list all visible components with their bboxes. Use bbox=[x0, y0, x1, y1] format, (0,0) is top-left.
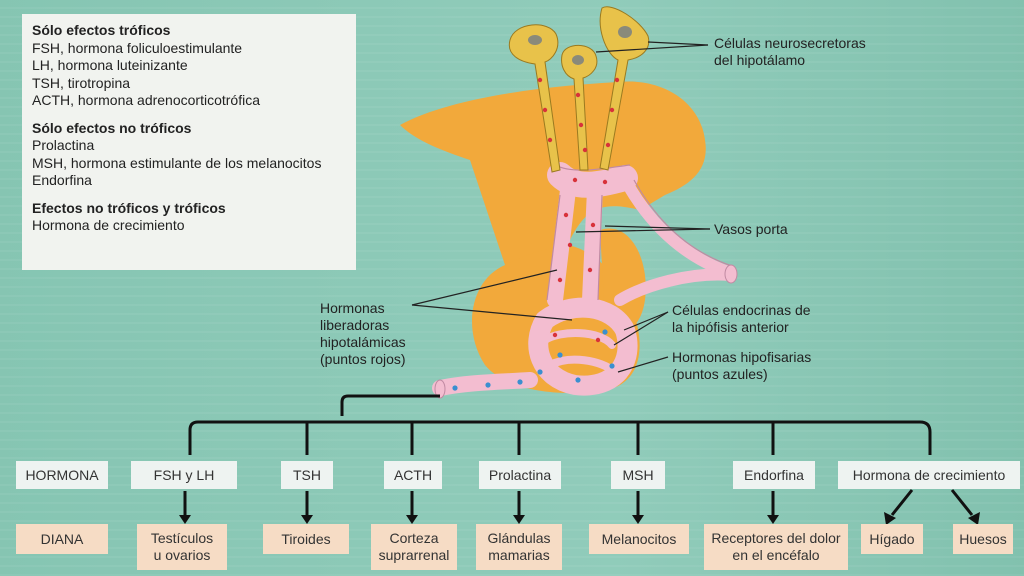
legend-item: MSH, hormona estimulante de los melanoci… bbox=[32, 154, 322, 171]
legend-box: Sólo efectos tróficos FSH, hormona folic… bbox=[22, 14, 356, 270]
portal-vessels bbox=[432, 162, 736, 396]
legend-item: FSH, hormona foliculoestimulante bbox=[32, 39, 243, 56]
legend-item: Prolactina bbox=[32, 137, 95, 153]
legend-item: Endorfina bbox=[32, 172, 92, 188]
legend-item: Hormona de crecimiento bbox=[32, 217, 185, 233]
flow-tree bbox=[183, 394, 974, 516]
hormone-box-tsh: TSH bbox=[281, 461, 333, 489]
legend-title: Sólo efectos no tróficos bbox=[32, 119, 192, 136]
target-box-corteza: Corteza suprarrenal bbox=[371, 524, 457, 570]
label-vasos-porta: Vasos porta bbox=[714, 221, 788, 237]
legend-title: Efectos no tróficos y tróficos bbox=[32, 199, 226, 216]
vessel-outlines bbox=[439, 164, 733, 398]
target-box-testiculos: Testículos u ovarios bbox=[137, 524, 227, 570]
target-box-melanocitos: Melanocitos bbox=[589, 524, 689, 554]
vessel-end-right bbox=[724, 264, 738, 284]
row-header-diana: DIANA bbox=[16, 524, 108, 554]
target-box-receptores: Receptores del dolor en el encéfalo bbox=[704, 524, 848, 570]
legend-item: LH, hormona luteinizante bbox=[32, 57, 188, 73]
target-box-tiroides: Tiroides bbox=[263, 524, 349, 554]
hormone-box-endorfina: Endorfina bbox=[733, 461, 815, 489]
blue-dots bbox=[452, 329, 615, 391]
hormone-box-acth: ACTH bbox=[384, 461, 442, 489]
hormone-box-fsh-lh: FSH y LH bbox=[131, 461, 237, 489]
leader-lines bbox=[411, 41, 711, 373]
target-box-higado: Hígado bbox=[861, 524, 923, 554]
legend-section-no-troficos: Sólo efectos no tróficos Prolactina MSH,… bbox=[32, 120, 346, 190]
label-hormonas-hipofisarias: Hormonas hipofisarias (puntos azules) bbox=[672, 349, 812, 382]
legend-item: TSH, tirotropina bbox=[32, 74, 131, 91]
red-dots bbox=[537, 77, 620, 343]
vessel-end-left bbox=[434, 379, 446, 399]
label-neurosecretoras: Células neurosecretoras del hipotálamo bbox=[714, 35, 866, 68]
label-hormonas-liberadoras: Hormonas liberadoras hipotalámicas (punt… bbox=[320, 300, 406, 367]
legend-section-ambos: Efectos no tróficos y tróficos Hormona d… bbox=[32, 200, 346, 235]
hormone-box-msh: MSH bbox=[611, 461, 665, 489]
legend-title: Sólo efectos tróficos bbox=[32, 22, 171, 38]
legend-section-troficos: Sólo efectos tróficos FSH, hormona folic… bbox=[32, 22, 346, 110]
neuron-nuclei bbox=[528, 26, 632, 65]
row-header-hormona: HORMONA bbox=[16, 461, 108, 489]
legend-item: ACTH, hormona adrenocorticotrófica bbox=[32, 92, 260, 108]
neurosecretory-cells bbox=[508, 6, 650, 173]
target-box-glandulas: Glándulas mamarias bbox=[476, 524, 562, 570]
target-box-huesos: Huesos bbox=[953, 524, 1013, 554]
label-celulas-endocrinas: Células endocrinas de la hipófisis anter… bbox=[672, 302, 811, 335]
hormone-box-hormona-crecimiento: Hormona de crecimiento bbox=[838, 461, 1020, 489]
hormone-box-prolactina: Prolactina bbox=[479, 461, 561, 489]
